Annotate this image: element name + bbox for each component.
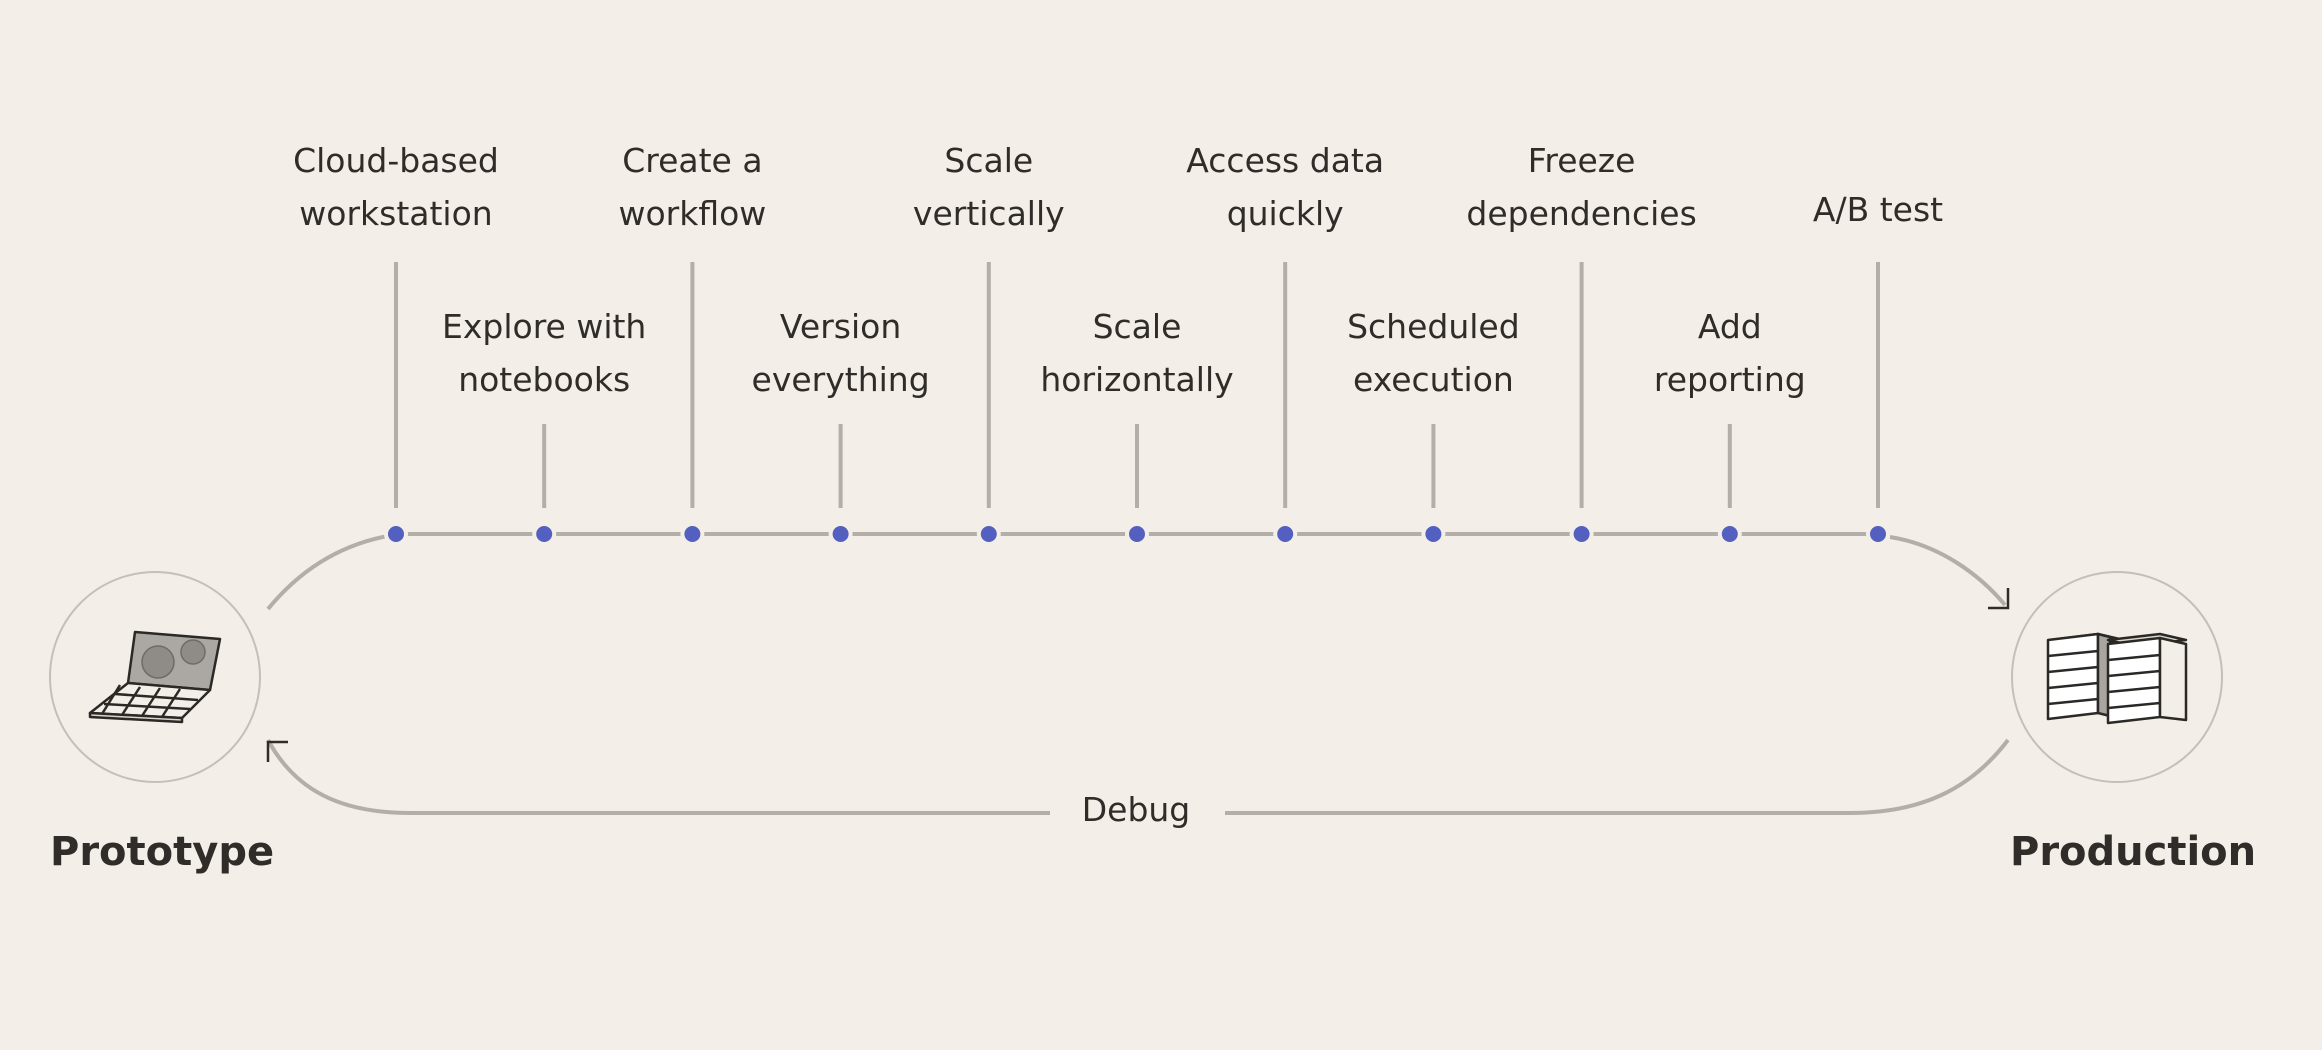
debug-loop-left (266, 739, 1050, 815)
production-label: Production (2010, 829, 2257, 875)
production-circle (2011, 571, 2223, 783)
steps-layer (384, 262, 1890, 546)
step-node (1273, 522, 1298, 546)
step-node (1717, 522, 1742, 546)
step-node (1866, 522, 1890, 546)
arrowhead-production (1988, 588, 2010, 610)
step-node (384, 522, 408, 546)
step-node (680, 522, 705, 546)
step-node (828, 522, 853, 546)
laptop-icon (88, 630, 222, 724)
step-label: A/B test (1812, 190, 1944, 229)
server-icon (2046, 632, 2188, 725)
prototype-label: Prototype (50, 829, 275, 875)
arc-to-timeline (266, 534, 389, 611)
prototype-circle (49, 571, 261, 783)
arrowhead-prototype (266, 740, 288, 762)
step-node (976, 522, 1001, 546)
step-node (1125, 522, 1149, 546)
step-node (1421, 522, 1446, 546)
arc-to-production (1889, 535, 2007, 607)
step-node (532, 522, 557, 546)
step-node (1569, 522, 1594, 546)
debug-loop-right (1225, 738, 2010, 815)
debug-label: Debug (1081, 790, 1191, 829)
